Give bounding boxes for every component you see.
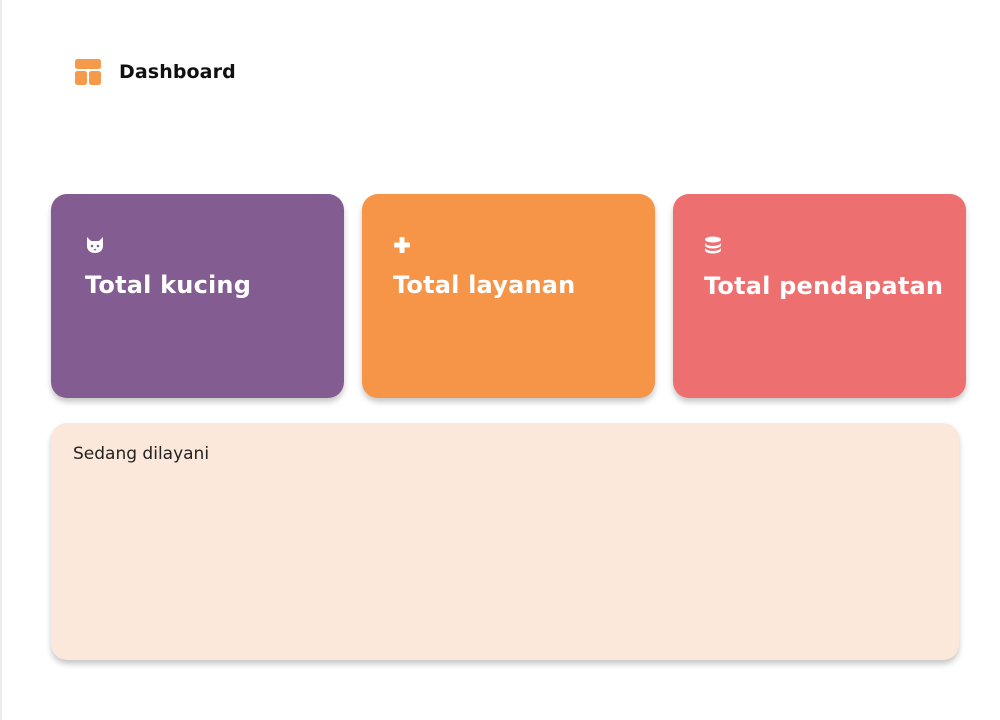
cat-icon bbox=[87, 237, 103, 253]
total-layanan-label: Total layanan bbox=[393, 271, 576, 299]
dashboard-layout-icon bbox=[75, 59, 101, 85]
total-layanan-card[interactable]: Total layanan bbox=[362, 194, 655, 398]
sedang-dilayani-panel: Sedang dilayani bbox=[51, 423, 959, 660]
total-kucing-label: Total kucing bbox=[85, 271, 252, 299]
total-kucing-card[interactable]: Total kucing bbox=[51, 194, 344, 398]
total-pendapatan-card[interactable]: Total pendapatan bbox=[673, 194, 966, 398]
page-title: Dashboard bbox=[119, 61, 236, 83]
total-pendapatan-label: Total pendapatan bbox=[704, 272, 944, 300]
plus-icon bbox=[394, 237, 410, 253]
panel-title: Sedang dilayani bbox=[73, 444, 210, 464]
page-header: Dashboard bbox=[75, 58, 236, 86]
coins-icon bbox=[705, 236, 721, 254]
